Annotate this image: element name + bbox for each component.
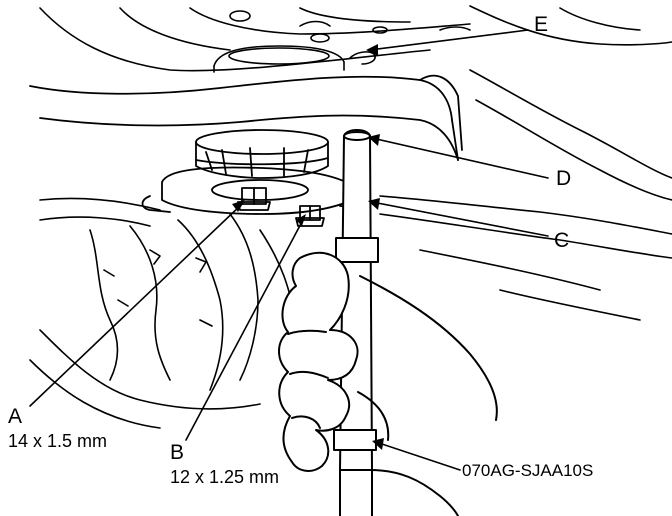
lower-knuckle	[29, 197, 297, 429]
callout-label-b: B	[170, 441, 185, 464]
callout-label-a: A	[8, 405, 23, 428]
arrowhead-d	[368, 134, 380, 146]
leader-line-figure-code	[375, 441, 461, 471]
figure-code: 070AG-SJAA10S	[462, 461, 594, 480]
bolt-a	[237, 187, 271, 211]
leader-line-e	[369, 29, 529, 51]
spring-seat	[195, 129, 329, 179]
upper-control-arm	[29, 74, 463, 161]
callout-label-c: C	[554, 229, 570, 252]
arrowhead-a	[232, 200, 245, 212]
bolt-b	[295, 205, 325, 227]
leader-line-b	[185, 217, 305, 441]
callout-label-e: E	[534, 13, 549, 36]
hand	[278, 251, 498, 516]
callout-spec-a: 14 x 1.5 mm	[8, 431, 108, 451]
arrowhead-figure-code	[372, 438, 384, 450]
leader-line-d	[371, 137, 549, 179]
wrench-handle	[333, 129, 379, 516]
upper-strut-mount	[213, 45, 376, 73]
leader-lines	[29, 29, 549, 471]
right-frame	[379, 69, 672, 321]
vehicle-body-outline	[39, 5, 672, 72]
callout-spec-b: 12 x 1.25 mm	[170, 467, 280, 487]
arrowhead-b	[296, 214, 306, 226]
callout-label-d: D	[556, 167, 572, 190]
arrowhead-e	[366, 44, 378, 56]
arrowhead-c	[368, 198, 380, 210]
leader-arrowheads	[232, 44, 384, 450]
leader-line-c	[371, 201, 549, 237]
leader-line-a	[29, 203, 243, 407]
